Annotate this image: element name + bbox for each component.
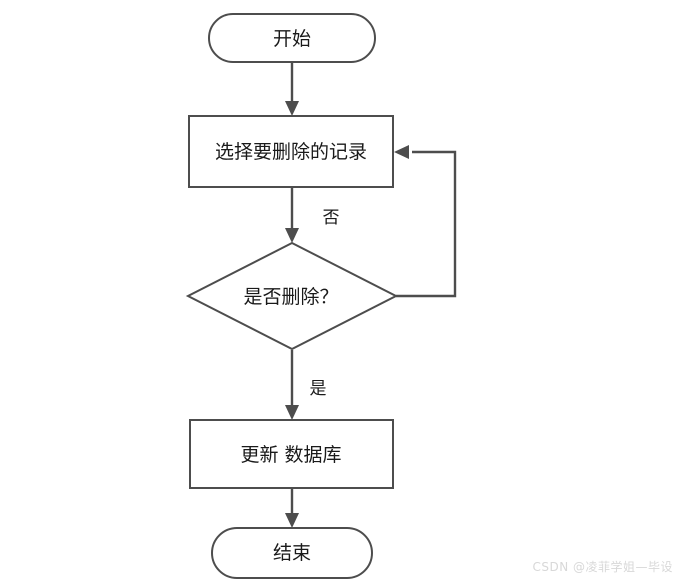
node-select-record-shape[interactable] <box>188 115 394 188</box>
node-end-shape[interactable] <box>211 527 373 579</box>
node-update-database-shape[interactable] <box>189 419 394 489</box>
edge-select-to-decide <box>285 187 299 243</box>
node-decision-delete-label: 是否删除？ <box>243 286 338 308</box>
node-select-record[interactable]: 选择要删除的记录 <box>188 115 394 188</box>
node-end[interactable]: 结束 <box>211 527 373 579</box>
arrow-head-decide-update <box>285 405 299 420</box>
edge-start-to-select <box>285 62 299 116</box>
node-start-label: 开始 <box>273 28 311 50</box>
node-update-database[interactable]: 更新 数据库 <box>189 419 394 489</box>
arrow-head-select-decide <box>285 228 299 243</box>
edge-decide-to-update <box>285 350 299 420</box>
edge-label-no: 否 <box>323 208 340 228</box>
node-decision-delete-shape[interactable] <box>185 241 399 351</box>
csdn-watermark: CSDN @凌菲学姐—毕设 <box>532 560 673 574</box>
edge-update-to-end <box>285 488 299 528</box>
node-decision-delete[interactable]: 是否删除？ <box>185 241 399 351</box>
node-start[interactable]: 开始 <box>208 13 376 63</box>
node-select-record-label: 选择要删除的记录 <box>215 141 367 163</box>
edge-decide-to-select-loop <box>394 145 457 298</box>
node-end-label: 结束 <box>273 542 311 564</box>
arrow-head-decide-select-loop <box>394 145 409 159</box>
node-start-shape[interactable] <box>208 13 376 63</box>
edge-label-yes: 是 <box>310 379 327 399</box>
arrow-head-update-end <box>285 513 299 528</box>
arrow-head-start-select <box>285 101 299 116</box>
edge-line-decide-select-loop <box>396 150 457 298</box>
node-update-database-label: 更新 数据库 <box>240 444 341 466</box>
